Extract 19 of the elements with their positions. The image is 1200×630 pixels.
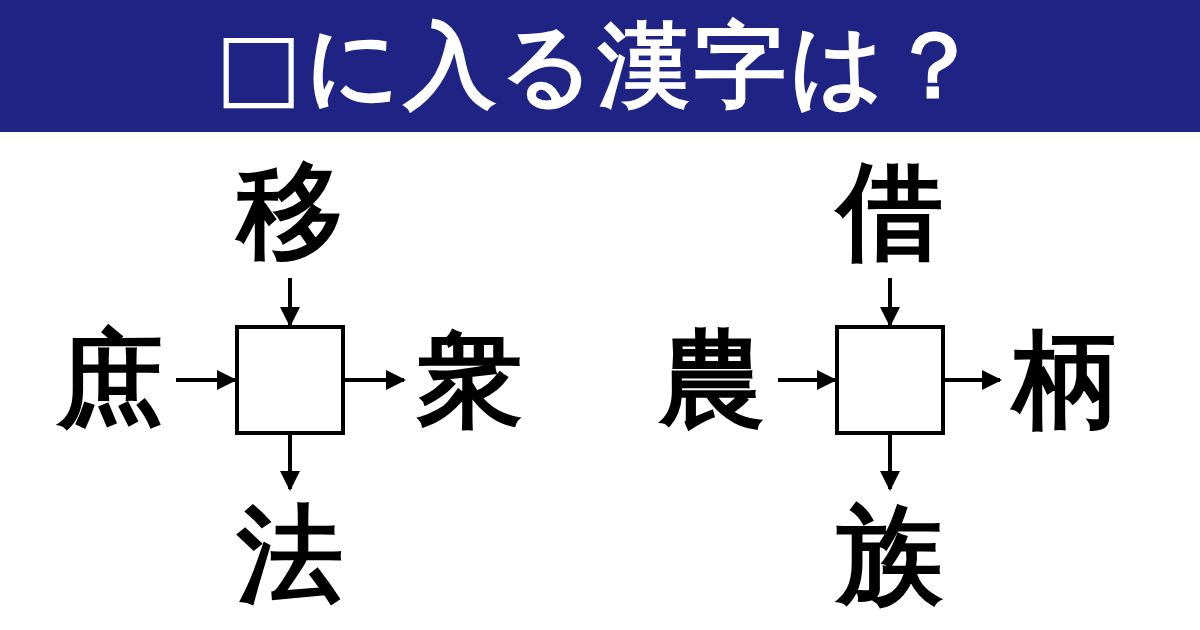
kanji-character: 柄 — [1008, 322, 1124, 438]
answer-box — [835, 325, 945, 435]
arrow — [176, 370, 237, 390]
arrow — [880, 278, 900, 327]
kanji-character: 族 — [832, 497, 948, 613]
arrow — [280, 435, 300, 491]
kanji-character: 移 — [232, 154, 348, 270]
arrow — [345, 370, 406, 390]
kanji-character: 庶 — [52, 322, 168, 438]
kanji-character: 衆 — [412, 322, 528, 438]
arrow — [945, 370, 1002, 390]
kanji-character: 借 — [832, 154, 948, 270]
kanji-character: 農 — [654, 322, 770, 438]
arrow — [778, 370, 837, 390]
answer-box — [235, 325, 345, 435]
arrow — [280, 278, 300, 327]
arrow — [880, 435, 900, 491]
title-banner: □に入る漢字は？ — [0, 0, 1200, 132]
kanji-character: 法 — [232, 497, 348, 613]
